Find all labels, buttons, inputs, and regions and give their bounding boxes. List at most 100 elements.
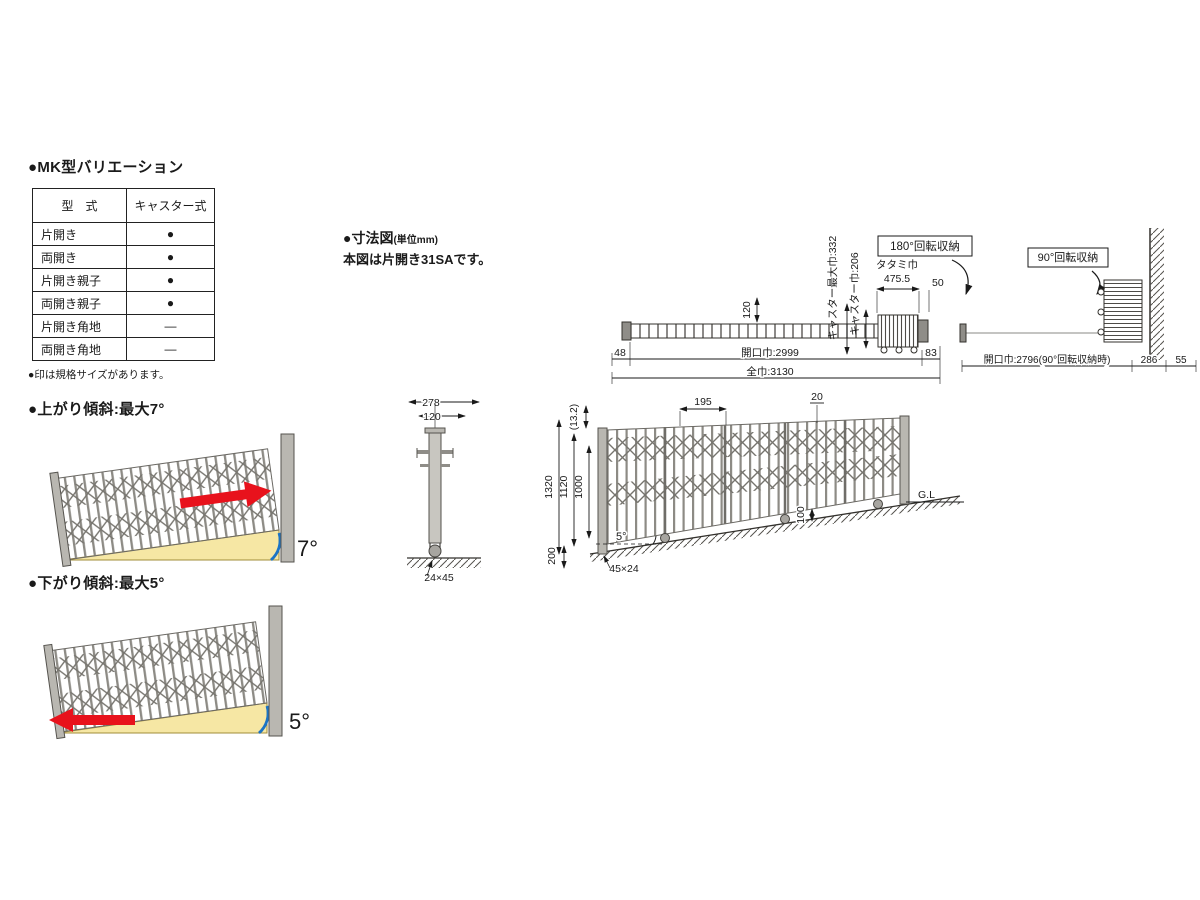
rotation-arrow-180 — [951, 259, 973, 296]
arm-bracket — [441, 450, 453, 454]
ground-hatch — [590, 496, 960, 562]
dim-label: 48 — [614, 347, 626, 359]
plan-dim-caster-width: キャスター巾:206 — [848, 252, 869, 349]
gate-post — [280, 433, 295, 563]
ground-line — [589, 495, 961, 555]
gate-post — [268, 605, 283, 737]
model-cell: 片開き親子 — [32, 268, 127, 292]
label-box — [1027, 247, 1109, 268]
elev-dim-195: 195 — [679, 396, 727, 426]
col-header-caster: キャスター式 — [126, 188, 215, 223]
plan-dim-120: 120 — [741, 297, 760, 323]
caster-wheel — [1097, 308, 1105, 316]
elev-dim-100: 100 — [794, 505, 815, 525]
slope-down-drawing: 5° — [43, 605, 310, 740]
caster-wheel — [910, 346, 918, 354]
dim-label: 開口巾:2796(90°回転収納時) — [984, 353, 1111, 366]
wall-hatch — [1150, 228, 1164, 360]
post-body — [416, 404, 454, 558]
table-row: 片開き ● — [32, 222, 215, 246]
caster-wheel — [880, 346, 888, 354]
dim-label: タタミ巾 — [876, 258, 918, 271]
dim-label: 24×45 — [424, 572, 454, 584]
dim-label: 開口巾:2999 — [741, 346, 799, 359]
variations-title: ●MK型バリエーション — [28, 159, 184, 176]
elev-dim-gl: G.L — [906, 489, 964, 503]
caster-wheel — [428, 544, 442, 558]
slope-down-title: ●下がり傾斜:最大5° — [28, 575, 165, 592]
elev-dim-5deg: 5° — [596, 530, 662, 545]
dim-label: 1320 — [543, 475, 555, 499]
caster-wheel — [1097, 288, 1105, 296]
table-row: 片開き親子 ● — [32, 268, 215, 292]
accordion-gate — [43, 621, 268, 740]
dim-label: 120 — [741, 301, 753, 319]
model-cell: 両開き親子 — [32, 291, 127, 315]
angle-arc — [258, 705, 270, 735]
dimension-subtitle: 本図は片開き31SAです。 — [343, 252, 492, 267]
dim-label: (13.2) — [569, 404, 580, 430]
model-cell: 両開き角地 — [32, 337, 127, 361]
plan-view-drawing: 120 キャスター最大巾:332 キャスター巾:206 タタミ巾 475.5 5… — [611, 228, 1197, 384]
wall-folded-bundle — [1103, 279, 1143, 343]
dim-label: 195 — [694, 396, 712, 408]
post-dim-120: 120 — [418, 410, 466, 425]
direction-arrow — [49, 708, 135, 732]
gate-post — [899, 415, 910, 505]
elev-dim-20: 20 — [810, 391, 824, 423]
table-header-row: 型 式 キャスター式 — [32, 188, 215, 223]
elev-dim-13-2: (13.2) — [569, 404, 589, 430]
dim-label: 1120 — [558, 476, 570, 499]
table-row: 片開き角地 ― — [32, 314, 215, 338]
caster-wheel — [873, 499, 883, 509]
dimension-unit: (単位mm) — [393, 235, 438, 246]
model-cell: 片開き — [32, 222, 127, 246]
rotate-180-label: 180°回転収納 — [890, 240, 960, 253]
slope-up-title: ●上がり傾斜:最大7° — [28, 401, 165, 418]
caster-wheel — [895, 346, 903, 354]
table-row: 両開き親子 ● — [32, 291, 215, 315]
plan-dim-50: 50 — [928, 277, 944, 312]
direction-arrow — [179, 481, 272, 509]
variations-note: ●印は規格サイズがあります。 — [28, 369, 170, 381]
post-dim-24x45: 24×45 — [424, 560, 454, 584]
angle-label: 5° — [289, 709, 310, 734]
model-cell: 両開き — [32, 245, 127, 269]
dim-label: 全巾:3130 — [746, 365, 793, 378]
dim-label: 20 — [811, 391, 823, 403]
plan-right-view: 90°回転収納 開口巾:2796(90°回転収納時) 286 55 — [959, 228, 1197, 372]
dim-label: 475.5 — [884, 273, 910, 285]
accordion-gate — [597, 415, 910, 555]
elevation-view-drawing: 1320 1120 1000 200 (13.2) 195 20 G.L — [543, 391, 964, 575]
angle-arc — [270, 532, 282, 562]
dim-label: 286 — [1141, 355, 1158, 366]
dim-label: 5° — [616, 531, 627, 543]
plan-dim-tatami: タタミ巾 475.5 — [875, 257, 920, 313]
post-ground — [407, 557, 481, 568]
caster-mark: ● — [126, 291, 215, 315]
end-post — [959, 323, 967, 343]
dimension-title: ●寸法図(単位mm) — [343, 228, 438, 248]
post-side-view: 278 120 24×45 — [407, 396, 481, 584]
caster-mark: ― — [126, 337, 215, 361]
caster-wheel — [1097, 328, 1105, 336]
plan-extended-gate — [621, 321, 878, 341]
caster-mark: ● — [126, 245, 215, 269]
dimension-title-text: ●寸法図 — [343, 230, 394, 246]
fixed-post — [917, 319, 929, 343]
dim-label: 45×24 — [609, 563, 639, 575]
table-row: 両開き角地 ― — [32, 337, 215, 361]
dim-label: 83 — [925, 347, 937, 359]
dim-label: 200 — [546, 547, 558, 565]
caster-wheel — [660, 533, 670, 543]
angle-label: 7° — [297, 536, 318, 561]
plan-folded-bundle — [877, 314, 929, 354]
dim-label: 55 — [1175, 355, 1187, 366]
dim-label: キャスター最大巾:332 — [826, 236, 839, 341]
col-header-model: 型 式 — [32, 188, 127, 223]
dim-label: 1000 — [573, 475, 585, 499]
slope-up-drawing: 7° — [49, 433, 318, 567]
elev-dims-left: 1320 1120 1000 200 — [543, 419, 592, 569]
dim-label: 50 — [932, 277, 944, 289]
